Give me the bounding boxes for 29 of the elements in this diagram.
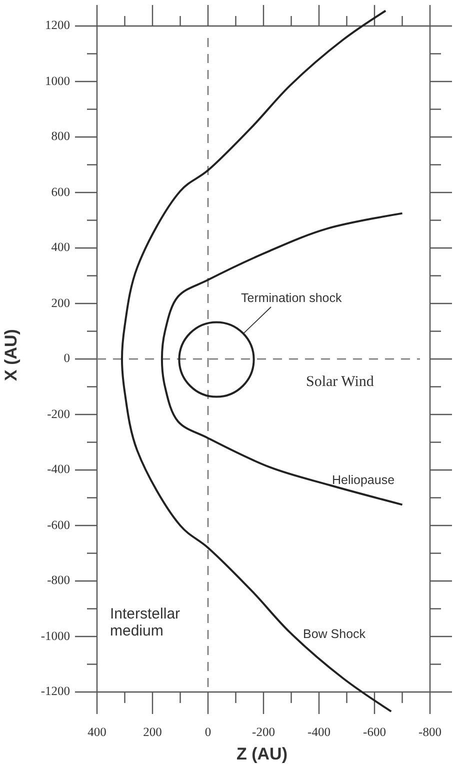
tick-label: 400 (51, 241, 70, 255)
tick-label: -1200 (40, 685, 70, 699)
tick-label: -800 (47, 574, 70, 588)
axis-title: Z (AU) (236, 746, 288, 764)
curve-label: Bow Shock (303, 628, 366, 642)
tick-label: 1200 (45, 19, 70, 33)
tick-label: -800 (418, 726, 442, 740)
region-label: Solar Wind (306, 374, 374, 390)
tick-label: 0 (64, 352, 70, 366)
termination-shock-circle (178, 321, 255, 398)
curve-label: Termination shock (241, 292, 342, 306)
tick-label: -1000 (40, 630, 70, 644)
tick-label: 0 (204, 726, 212, 740)
axis-title: X (AU) (2, 329, 22, 381)
tick-label: -200 (252, 726, 275, 740)
tick-label: 1000 (45, 74, 70, 88)
tick-label: 400 (88, 726, 106, 740)
tick-label: 200 (51, 296, 70, 310)
tick-label: -600 (363, 726, 386, 740)
curve-label: Heliopause (332, 474, 395, 488)
tick-label: -400 (47, 463, 70, 477)
leader-line (243, 306, 272, 334)
tick-label: -400 (308, 726, 330, 740)
tick-label: -200 (47, 408, 70, 422)
tick-label: -600 (47, 518, 70, 532)
tick-label: 800 (51, 130, 70, 144)
region-label: Interstellar medium (110, 606, 182, 640)
tick-label: 600 (51, 186, 70, 200)
tick-label: 200 (143, 726, 162, 740)
